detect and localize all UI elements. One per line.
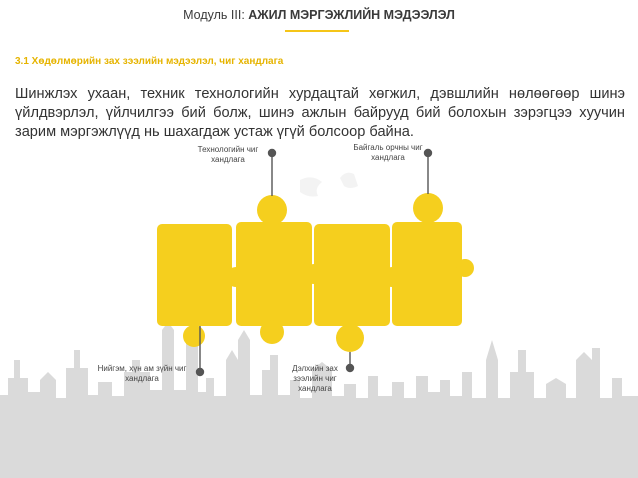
puzzle-pieces xyxy=(157,193,474,352)
label-connectors xyxy=(195,148,433,377)
city-skyline xyxy=(0,322,638,478)
body-paragraph: Шинжлэх ухаан, техник технологийн хурдац… xyxy=(15,86,625,140)
module-title: АЖИЛ МЭРГЭЖЛИЙН МЭДЭЭЛЭЛ xyxy=(248,8,455,22)
connector-world-market xyxy=(345,352,355,373)
faint-background-shapes xyxy=(300,172,358,197)
section-title: 3.1 Хөдөлмөрийн зах зээлийн мэдээлэл, чи… xyxy=(15,56,284,67)
slide-header: Модуль III: АЖИЛ МЭРГЭЖЛИЙН МЭДЭЭЛЭЛ xyxy=(0,0,638,32)
label-society-trend: Нийгэм, хүн ам зүйн чиг хандлага xyxy=(97,364,187,383)
header-title: Модуль III: АЖИЛ МЭРГЭЖЛИЙН МЭДЭЭЛЭЛ xyxy=(0,8,638,22)
puzzle-piece-4 xyxy=(392,193,474,326)
puzzle-piece-3 xyxy=(314,224,402,352)
label-nature-trend: Байгаль орчны чиг хандлага xyxy=(353,143,423,162)
connector-nature xyxy=(423,148,433,194)
module-label: Модуль III: xyxy=(183,8,245,22)
label-world-market-trend: Дэлхийн зах зээлийн чиг хандлага xyxy=(292,364,338,393)
puzzle-piece-2 xyxy=(236,195,324,344)
connector-technology xyxy=(267,148,277,196)
connector-society xyxy=(195,326,205,377)
label-technology-trend: Технологийн чиг хандлага xyxy=(197,145,259,164)
header-underline xyxy=(285,30,349,32)
